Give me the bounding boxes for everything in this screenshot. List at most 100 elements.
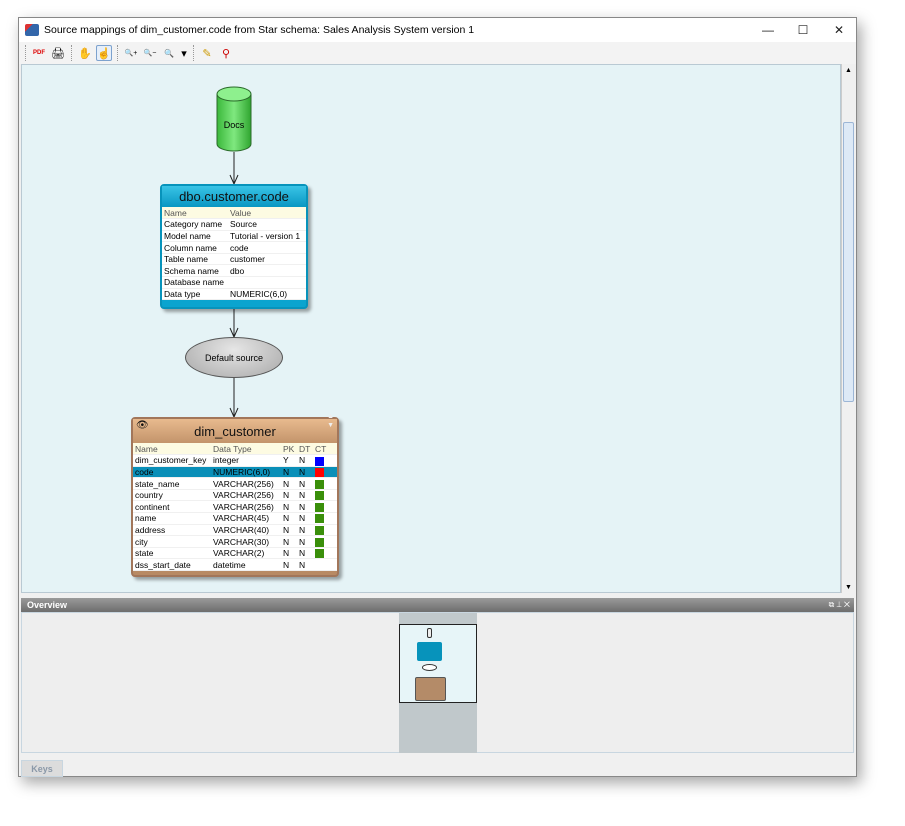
column-header: Value [228,207,306,220]
column-name: state_name [133,477,211,490]
overview-target-mark [415,677,446,701]
app-icon [25,24,39,36]
column-type: integer [211,454,281,467]
pan-tool-button[interactable]: ✋ [78,47,92,60]
column-type: VARCHAR(30) [211,535,281,548]
property-value: Tutorial - version 1 [228,230,306,243]
vertical-scrollbar[interactable]: ▲ ▼ [841,64,854,593]
default-source-node[interactable]: Default source [185,337,283,378]
overview-title: Overview [27,600,68,610]
source-node-title: dbo.customer.code [162,186,306,207]
column-dt: N [297,466,313,479]
column-dt: N [297,558,313,572]
overview-panel-controls[interactable]: ⧉ ⊥ ✕ [828,600,850,609]
column-pk: N [281,558,297,572]
mapping-button[interactable]: ⚲ [221,47,231,60]
column-pk: Y [281,454,297,467]
column-type: VARCHAR(45) [211,512,281,525]
transform-label: Default source [204,352,264,363]
column-dt: N [297,477,313,490]
column-name: dss_start_date [133,558,211,572]
property-value: Source [228,218,306,231]
scroll-arrows-icon[interactable]: ▲▼ [327,413,334,429]
property-value: NUMERIC(6,0) [228,288,306,301]
column-ct [313,524,337,537]
column-ct [313,558,337,572]
column-type-swatch [315,491,324,501]
print-button[interactable]: 🖨 [51,47,65,60]
select-tool-button[interactable]: ☝ [96,45,112,61]
maximize-button[interactable]: ☐ [797,23,809,37]
overview-panel[interactable] [21,612,854,753]
column-type-swatch [315,526,324,536]
app-window: Source mappings of dim_customer.code fro… [18,17,857,777]
column-name: city [133,535,211,548]
zoom-in-button[interactable]: 🔍+ [124,50,138,57]
overview-viewport[interactable] [399,624,477,703]
column-pk: N [281,535,297,548]
zoom-out-button[interactable]: 🔍− [143,50,157,57]
column-dt: N [297,500,313,514]
column-ct [313,512,337,525]
toolbar-grip [25,45,26,61]
column-name: state [133,547,211,560]
zoom-button[interactable]: 🔍 [164,48,174,58]
scroll-up-icon[interactable]: ▲ [845,66,852,74]
overview-panel-header: Overview ⧉ ⊥ ✕ [21,598,854,612]
close-button[interactable]: ✕ [833,23,845,37]
property-value [228,276,306,289]
property-name: Column name [162,241,228,254]
column-name: continent [133,500,211,514]
scroll-down-icon[interactable]: ▼ [845,583,852,591]
scroll-thumb[interactable] [843,122,854,402]
column-name: address [133,524,211,537]
column-type-swatch [315,502,324,512]
property-name: Data type [162,288,228,301]
column-dt: N [297,535,313,548]
edit-pencil-button[interactable]: ✎ [202,47,212,60]
column-ct [313,454,337,467]
window-title: Source mappings of dim_customer.code fro… [44,24,475,36]
export-pdf-button[interactable]: PDF [33,50,45,56]
zoom-dropdown-icon[interactable]: ▾ [181,47,187,60]
column-name: dim_customer_key [133,454,211,467]
column-name: name [133,512,211,525]
column-dt: N [297,489,313,502]
column-type: NUMERIC(6,0) [211,466,281,479]
column-ct [313,500,337,514]
eye-icon[interactable]: 👁 [136,420,149,431]
property-name: Category name [162,218,228,231]
column-ct [313,535,337,548]
property-row[interactable]: Database name [162,276,306,289]
minimize-button[interactable]: — [762,23,774,37]
docs-node[interactable]: Docs [216,86,252,152]
tab-keys[interactable]: Keys [21,760,63,777]
column-dt: N [297,524,313,537]
column-type: VARCHAR(256) [211,489,281,502]
column-pk: N [281,477,297,490]
docs-label: Docs [223,120,245,130]
column-ct [313,547,337,560]
property-name: Database name [162,276,228,289]
